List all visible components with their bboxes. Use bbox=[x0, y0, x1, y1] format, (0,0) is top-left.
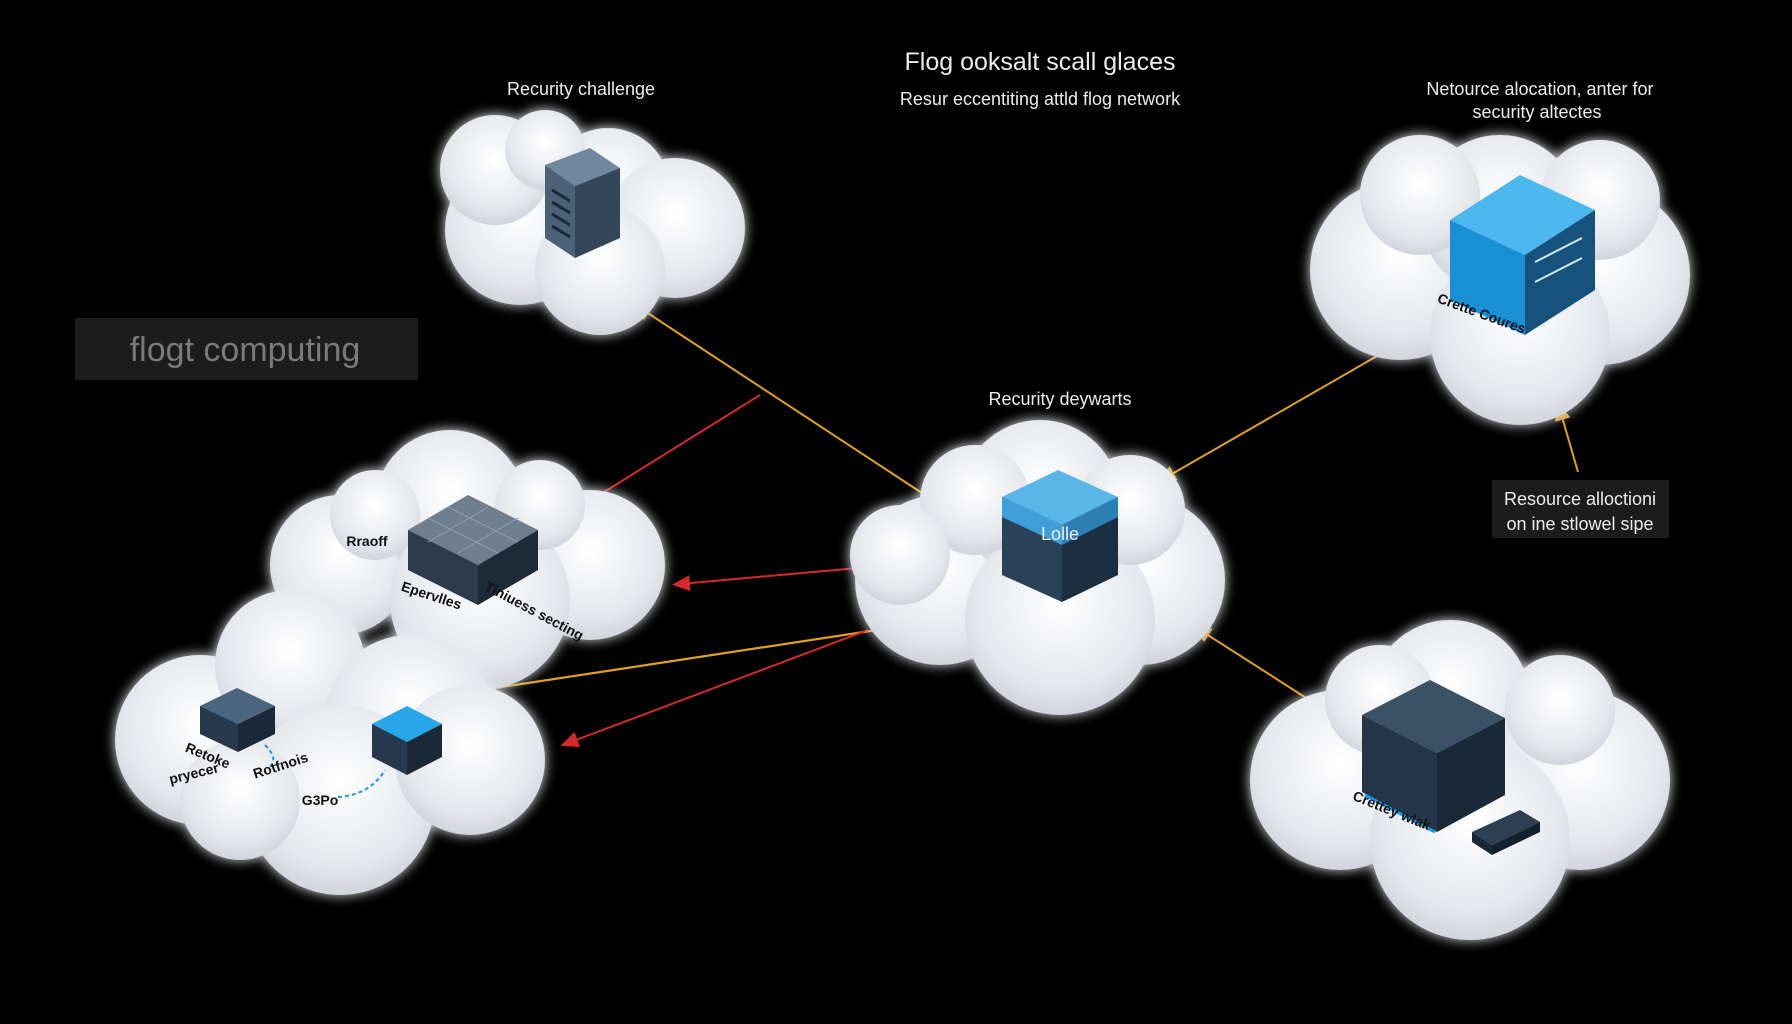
arrow-center-to-left-lower bbox=[473, 626, 891, 698]
arrow-to-left-upper-cloud bbox=[578, 394, 761, 509]
label-resource-box-2: on ine stlowel sipe bbox=[1506, 514, 1653, 534]
page-title: Flog ooksalt scall glaces bbox=[905, 48, 1176, 76]
dashed-link-icon bbox=[264, 744, 275, 769]
arrow-center-to-top-cloud bbox=[633, 303, 926, 496]
arrow-center-to-top-right bbox=[1158, 340, 1405, 482]
label-security-center: Recurity deywarts bbox=[988, 389, 1131, 409]
label-rraoff: Rraoff bbox=[346, 533, 388, 549]
dark-server-box-icon bbox=[1362, 680, 1540, 855]
server-grid-icon bbox=[408, 495, 538, 605]
label-resource-allocation-top-1: Netource alocation, anter for bbox=[1426, 79, 1653, 99]
small-server-icon-left bbox=[200, 688, 275, 752]
arrow-to-left-lower-red bbox=[560, 629, 869, 747]
resource-allocation-box bbox=[1492, 480, 1669, 538]
label-resource-allocation-top-2: security altectes bbox=[1472, 102, 1601, 122]
label-security-challenge: Recurity challenge bbox=[507, 79, 655, 99]
small-blue-cube-icon bbox=[372, 706, 442, 775]
side-label: flogt computing bbox=[130, 331, 361, 369]
center-cube-icon bbox=[1002, 470, 1118, 602]
label-center-cube: Lolle bbox=[1041, 524, 1079, 544]
dashed-link-icon-2 bbox=[337, 769, 386, 798]
label-resource-box-1: Resource alloctioni bbox=[1504, 489, 1656, 509]
arrow-center-to-left-upper bbox=[672, 567, 859, 592]
arrow-resource-box-to-cloud bbox=[1555, 402, 1579, 473]
side-label-box bbox=[75, 318, 418, 380]
server-tower-icon bbox=[545, 148, 620, 258]
blue-cube-top-right-icon bbox=[1450, 175, 1595, 335]
label-g3po: G3Po bbox=[302, 792, 339, 808]
page-subtitle: Resur eccentiting attld flog network bbox=[900, 89, 1181, 109]
